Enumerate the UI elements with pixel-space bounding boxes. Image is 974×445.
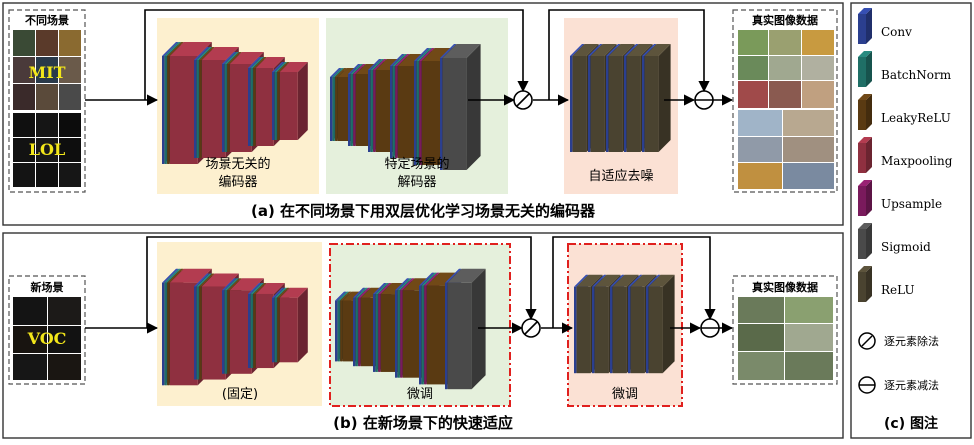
b-dec-block-0	[335, 291, 366, 362]
batchnorm-swatch	[858, 51, 872, 87]
legend-item-conv: Conv	[858, 8, 912, 44]
b-dec-layer-5-sigmoid	[447, 268, 486, 390]
legend-label-upsample: Upsample	[881, 197, 942, 211]
panel-a-denoise-label: 自适应去噪	[588, 168, 653, 184]
panel-a-input-thumbnails	[13, 30, 81, 187]
leakyrelu-swatch	[858, 94, 872, 130]
panel-a-encoder-label-1: 场景无关的	[205, 156, 270, 172]
panel-b-denoise-layers	[574, 274, 675, 374]
panel-b-arrows	[85, 236, 734, 334]
legend-subtract-icon	[858, 376, 876, 394]
panel-a-input-title: 不同场景	[25, 13, 69, 27]
upsample-swatch-icon	[858, 180, 872, 216]
legend-label-relu: ReLU	[881, 283, 915, 297]
panel-b-input-title: 新场景	[31, 280, 64, 294]
relu-swatch	[858, 266, 872, 302]
panel-b-encoder-layers	[162, 268, 308, 386]
conv-swatch	[858, 8, 872, 44]
panel-a-caption: (a) 在不同场景下用双层优化学习场景无关的编码器	[251, 202, 596, 220]
legend-item-upsample: Upsample	[858, 180, 942, 216]
panel-a-output-thumbnails	[738, 30, 834, 189]
legend-subtract-label: 逐元素减法	[884, 378, 939, 392]
dataset-mit-label: MIT	[28, 63, 65, 82]
panel-a-output-frame	[732, 9, 838, 193]
legend-caption: (c) 图注	[884, 415, 938, 432]
b-den-block-0	[574, 274, 603, 374]
b-den-block-4	[646, 274, 675, 374]
legend-label-leakyrelu: LeakyReLU	[881, 111, 951, 125]
sigmoid-swatch-icon	[858, 223, 872, 259]
legend-item-batchnorm: BatchNorm	[858, 51, 952, 87]
panel-a-arrows	[85, 9, 734, 106]
panel-b-divide-op	[521, 318, 541, 338]
a-den-block-4	[642, 44, 671, 152]
legend-label-batchnorm: BatchNorm	[881, 68, 952, 82]
a-den-layer-4-relu	[644, 44, 671, 152]
panel-a-subtract-op	[694, 90, 714, 110]
b-den-layer-4-relu	[648, 274, 675, 374]
relu-swatch-icon	[858, 266, 872, 302]
panel-b-decoder-label: 微调	[407, 387, 433, 402]
panel-a-output-title: 真实图像数据	[752, 13, 818, 27]
panel-b-caption: (b) 在新场景下的快速适应	[333, 414, 513, 432]
legend-label-maxpooling: Maxpooling	[881, 154, 953, 168]
panel-a-decoder-label-2: 解码器	[397, 175, 436, 190]
b-enc-block-4	[272, 287, 308, 363]
sigmoid-swatch	[858, 223, 872, 259]
upsample-swatch	[858, 180, 872, 216]
legend-label-sigmoid: Sigmoid	[881, 240, 931, 254]
legend-divide-label: 逐元素除法	[884, 334, 939, 348]
legend-label-conv: Conv	[881, 25, 912, 39]
panel-b-output-frame	[732, 275, 838, 385]
panel-b-output-thumbnails	[738, 297, 833, 380]
panel-a-frame	[2, 2, 844, 226]
panel-a-decoder-label-1: 特定场景的	[384, 156, 449, 172]
a-enc-layer-4-maxpooling	[279, 62, 308, 140]
a-enc-block-4	[272, 62, 308, 140]
dataset-voc-label: VOC	[27, 329, 67, 348]
panel-b-input-frame	[8, 275, 86, 385]
maxpooling-swatch-icon	[858, 137, 872, 173]
legend-item-leakyrelu: LeakyReLU	[858, 94, 951, 130]
panel-a-divide-op	[513, 90, 533, 110]
panel-a-input-frame	[8, 9, 86, 193]
panel-a-denoise-layers	[570, 44, 671, 152]
legend-item-sigmoid: Sigmoid	[858, 223, 931, 259]
conv-swatch-icon	[858, 8, 872, 44]
a-dec-layer-5-sigmoid	[442, 44, 481, 170]
panel-b-input-thumbnails	[13, 297, 81, 380]
a-dec-block-5	[440, 44, 481, 170]
legend-item-relu: ReLU	[858, 266, 915, 302]
panel-b-decoder-layers	[335, 268, 486, 390]
panel-b-denoise-label: 微调	[612, 387, 638, 402]
maxpooling-swatch	[858, 137, 872, 173]
batchnorm-swatch-icon	[858, 51, 872, 87]
b-dec-block-5	[445, 268, 486, 390]
panel-b-encoder-label: (固定)	[222, 387, 258, 402]
panel-b-frame	[2, 232, 844, 439]
panel-a-encoder-layers	[162, 42, 308, 164]
leakyrelu-swatch-icon	[858, 94, 872, 130]
dataset-lol-label: LOL	[29, 140, 65, 159]
panel-a-encoder-label-2: 编码器	[218, 175, 257, 190]
panel-b-output-title: 真实图像数据	[752, 280, 818, 294]
panel-b-subtract-op	[700, 318, 720, 338]
b-enc-layer-4-maxpooling	[279, 287, 308, 363]
legend-item-maxpooling: Maxpooling	[858, 137, 953, 173]
panel-a-decoder-layers	[330, 44, 481, 170]
legend-divide-icon	[858, 332, 876, 350]
legend-frame	[850, 2, 972, 439]
b-enc-block-0	[162, 268, 212, 386]
